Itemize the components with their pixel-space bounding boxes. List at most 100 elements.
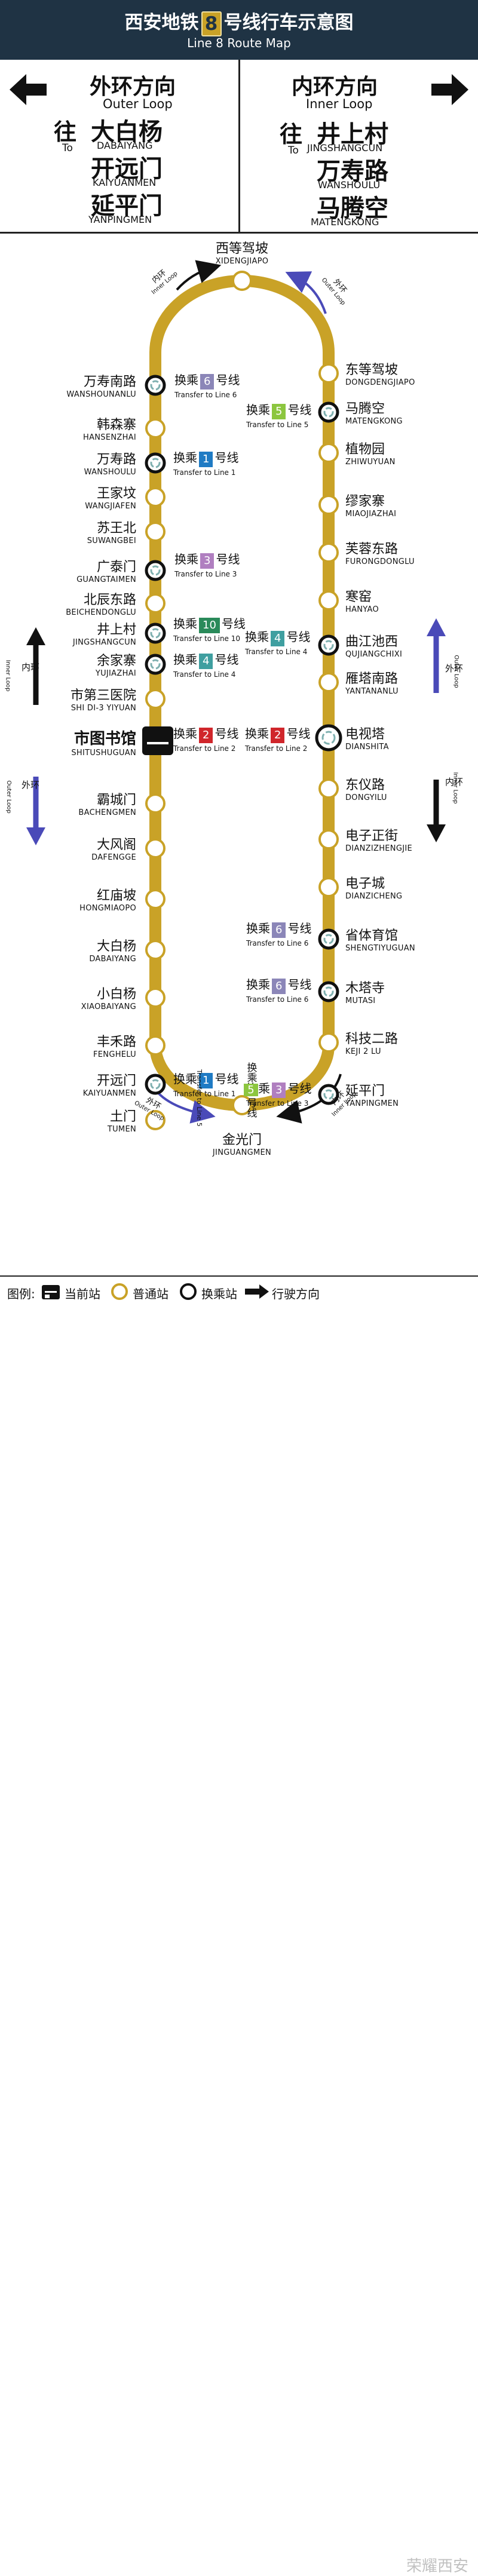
transfer-prefix: 换乘 (246, 977, 270, 992)
station-name-en: HONGMIAOPO (79, 904, 136, 913)
transfer-suffix: 号线 (286, 726, 311, 741)
station-name-en: WANSHOULU (84, 468, 136, 477)
transfer-line-badge: 5 (272, 403, 286, 419)
transfer-suffix: 号线 (215, 652, 239, 667)
legend-title: 图例: (7, 1287, 35, 1301)
inner-dest-1-cn: 井上村 (317, 121, 388, 148)
station-name-en: ZHIWUYUAN (345, 458, 396, 467)
transfer-station-circle (315, 724, 342, 752)
station-name-en: SUWANGBEI (87, 536, 136, 545)
transfer-station-circle (318, 928, 339, 950)
inner-loop-left-up-arrowhead (26, 627, 45, 645)
station-name-en: KEJI 2 LU (345, 1047, 381, 1056)
station-name-cn: 植物园 (345, 442, 385, 457)
station-name-cn: 王家坟 (96, 486, 136, 501)
station-name-en: DIANSHITA (345, 743, 389, 752)
station-circle (145, 1035, 166, 1056)
station-name-cn: 雁塔南路 (345, 671, 399, 686)
station-circle (145, 689, 166, 709)
transfer-suffix: 号线 (221, 617, 246, 631)
transfer-label-en: Transfer to Line 3 (246, 1099, 309, 1108)
station-name-en: SHITUSHUGUAN (71, 749, 136, 758)
station-name-en: HANSENZHAI (83, 433, 136, 442)
station-circle (145, 889, 166, 909)
station-circle (318, 829, 339, 850)
loop-label-en: Outer Loop (452, 655, 459, 688)
transfer-suffix: 号线 (216, 373, 240, 387)
transfer-station-circle (318, 981, 339, 1002)
station-name-en: BACHENGMEN (78, 808, 136, 817)
station-name-cn: 红庙坡 (96, 888, 136, 903)
transfer-ring-icon (323, 407, 334, 418)
transfer-ring-icon (323, 934, 334, 944)
station-circle (318, 778, 339, 799)
station-name-cn: 万寿南路 (83, 375, 136, 390)
station-name-en: QUJIANGCHIXI (345, 650, 403, 659)
outer-dest-3-en: YANPINGMEN (88, 214, 152, 225)
station-name-en: DAFENGGE (91, 853, 136, 862)
station-name-cn: 丰禾路 (96, 1035, 136, 1050)
transfer-prefix: 换乘 (174, 552, 198, 566)
station-name-cn: 韩森寨 (96, 418, 136, 433)
station-circle (232, 271, 252, 291)
station-name-cn: 余家寨 (96, 654, 136, 668)
station-name-cn: 霸城门 (96, 793, 136, 808)
transfer-line-badge: 6 (272, 978, 286, 994)
transfer-line-badge: 3 (200, 553, 215, 569)
panel-bottom-border (0, 232, 478, 234)
panel-divider (238, 60, 240, 233)
legend-current: 当前站 (65, 1287, 100, 1301)
station-name-cn: 科技二路 (345, 1032, 399, 1047)
station-name-en: XIDENGJIAPO (215, 257, 269, 266)
transfer-ring-icon (150, 659, 161, 670)
transfer-label-en: Transfer to Line 5 (246, 420, 309, 429)
transfer-label-en: Transfer to Line 1 (173, 1089, 236, 1098)
loop-label-en: Inner Loop (452, 772, 459, 804)
station-name-en: KAIYUANMEN (82, 1089, 136, 1098)
transfer-station-circle (145, 560, 166, 581)
transfer-label-en: Transfer to Line 10 (173, 634, 241, 643)
transfer-ring-icon (150, 380, 161, 391)
inner-to-en: To (288, 145, 299, 157)
transfer-suffix: 号线 (244, 1097, 257, 1118)
transfer-station-circle (318, 1084, 339, 1105)
inner-panel-title: 内环方向 (292, 75, 378, 99)
normal-station-icon (111, 1283, 128, 1300)
inner-loop-right-down-arrowhead (427, 824, 446, 842)
current-station-icon (42, 1285, 60, 1299)
outer-to-en: To (62, 142, 73, 154)
transfer-suffix: 号线 (286, 630, 311, 644)
station-name-cn: 东仪路 (345, 778, 385, 793)
station-name-en: BEICHENDONGLU (66, 608, 136, 617)
inner-loop-top-arrow (176, 260, 222, 291)
station-name-cn: 延平门 (345, 1084, 385, 1099)
transfer-label-en: Transfer to Line 2 (173, 744, 236, 753)
transfer-prefix: 换乘 (173, 652, 197, 667)
transfer-label-en: Transfer to Line 6 (246, 939, 309, 947)
